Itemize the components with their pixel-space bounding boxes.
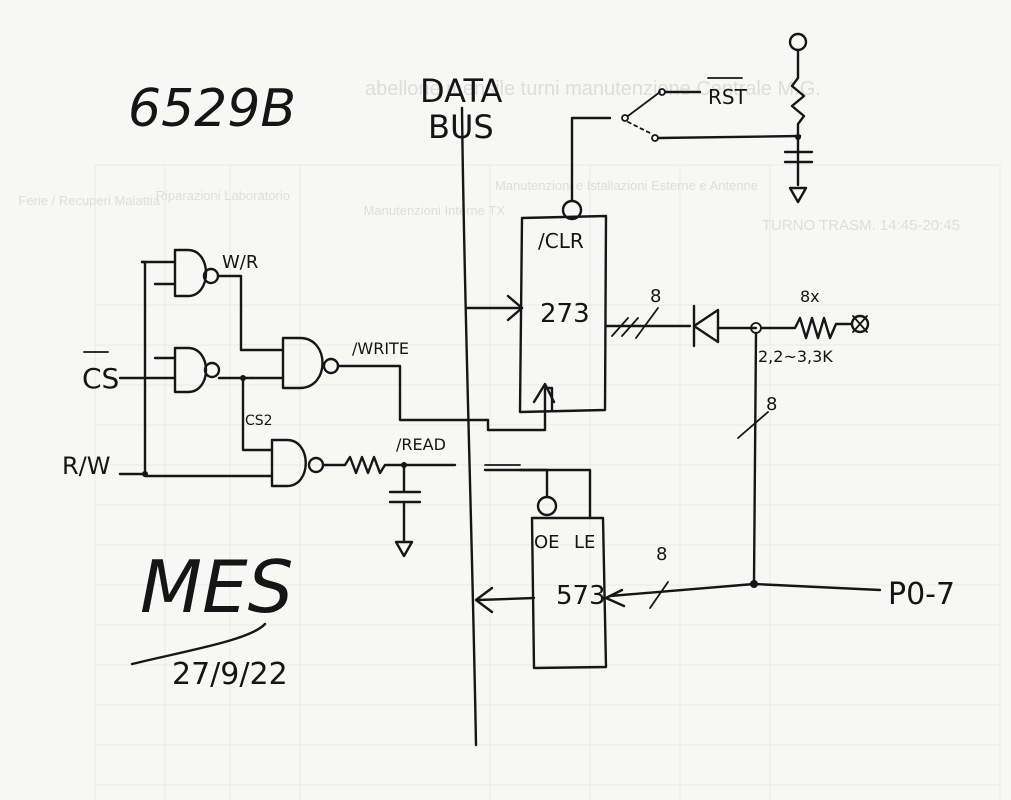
- reset-capacitor: [783, 150, 814, 164]
- chip-573: [474, 468, 756, 670]
- read-capacitor: [388, 463, 422, 544]
- chip-273: [464, 116, 612, 432]
- led-resistor-array: [759, 316, 854, 340]
- background-header-3: Manutenzioni Interne TX: [364, 203, 506, 218]
- signature-stroke: [130, 622, 267, 666]
- cs-label: CS: [82, 362, 119, 395]
- read-label: /READ: [396, 435, 446, 454]
- le-label: LE: [574, 532, 595, 553]
- data-bus-label-line2: BUS: [428, 108, 494, 146]
- output-bus-slash: [611, 307, 659, 339]
- port-wire: [752, 331, 758, 584]
- write-label: /WRITE: [352, 339, 409, 358]
- cs2-label: CS2: [245, 413, 273, 429]
- background-header-4: Riparazioni Laboratorio: [156, 188, 290, 203]
- input-bus-width: 8: [656, 544, 667, 565]
- and-gate-read: [143, 376, 325, 488]
- led-cross: [852, 315, 868, 333]
- vcc-terminal: [788, 32, 808, 52]
- output-bus-width: 8: [650, 286, 661, 307]
- signature-initials: MES: [140, 545, 293, 629]
- port-output: [752, 582, 882, 592]
- chip-273-label: 273: [540, 299, 590, 329]
- port-bus-width: 8: [766, 394, 777, 415]
- data-bus-line: [460, 106, 478, 747]
- data-bus-label-line1: DATA: [420, 72, 503, 110]
- input-bus-slash: [649, 581, 669, 609]
- nand-gate-cs: [118, 346, 254, 394]
- rst-label: RST: [708, 85, 748, 109]
- ground-symbol-reset: [788, 186, 808, 204]
- diode: [692, 304, 758, 348]
- reset-switch: [621, 88, 802, 142]
- pullup-resistor: [790, 48, 806, 187]
- port-bus-slash: [737, 411, 769, 439]
- nand-gate-write: [239, 336, 490, 422]
- chip-title: 6529B: [128, 79, 296, 139]
- nand-gate-wr: [140, 248, 243, 352]
- oe-label: OE: [534, 532, 560, 553]
- ground-symbol-read: [394, 540, 414, 558]
- background-table: abellone mensile turni manutenzione Cent…: [18, 78, 1001, 800]
- clr-label: /CLR: [538, 229, 584, 253]
- led-terminal: [850, 314, 870, 334]
- wr-label: W/R: [222, 252, 258, 273]
- chip-573-label: 573: [556, 581, 606, 611]
- resistor-value: 2,2~3,3K: [758, 347, 833, 366]
- signature-date: 27/9/22: [172, 657, 288, 692]
- port-label: P0-7: [888, 577, 955, 612]
- background-header-5: Ferie / Recuperi Malattia: [18, 193, 160, 208]
- background-header-1: TURNO TRASM. 14:45-20:45: [762, 217, 960, 234]
- rw-wire: [118, 260, 147, 476]
- background-heading: abellone mensile turni manutenzione Cent…: [365, 78, 821, 100]
- resistor-count: 8x: [800, 287, 820, 306]
- read-resistor: [321, 455, 457, 475]
- rw-label: R/W: [62, 452, 111, 480]
- background-header-2: Manutenzioni e Istallazioni Esterne e An…: [495, 178, 758, 193]
